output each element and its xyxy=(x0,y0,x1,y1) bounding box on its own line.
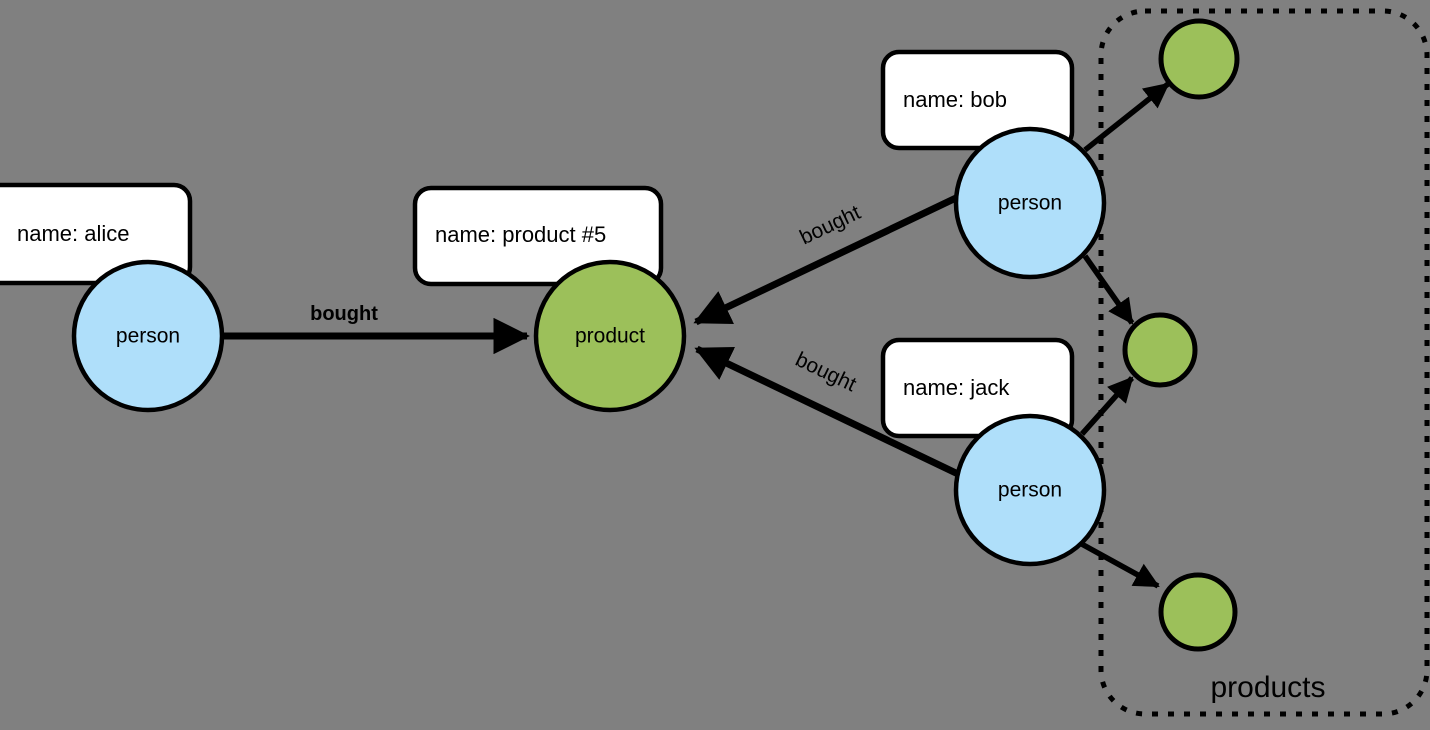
edge-bob-bought xyxy=(693,193,960,326)
node-alice[interactable] xyxy=(71,259,225,413)
edge-label-bob-bought: bought xyxy=(796,201,864,249)
edge-jack-to-product-mid xyxy=(1079,376,1135,436)
property-text-alice: name: alice xyxy=(17,221,130,246)
node-product5[interactable] xyxy=(533,259,687,413)
node-product-top[interactable] xyxy=(1158,18,1240,100)
node-product-bottom[interactable] xyxy=(1158,572,1238,652)
property-box-product5 xyxy=(412,185,664,287)
property-text-jack: name: jack xyxy=(903,375,1010,400)
edge-label-jack-bought: bought xyxy=(792,348,860,396)
edge-bob-to-product-mid xyxy=(1082,254,1135,325)
node-label-alice: person xyxy=(116,325,180,348)
products-group-label: products xyxy=(1210,671,1325,704)
node-label-bob: person xyxy=(998,192,1062,215)
property-text-product5: name: product #5 xyxy=(435,222,606,247)
edge-label-alice-bought: bought xyxy=(310,303,378,325)
node-bob[interactable] xyxy=(953,126,1107,280)
node-jack[interactable] xyxy=(953,413,1107,567)
edge-jack-bought xyxy=(694,345,960,478)
property-box-alice xyxy=(0,182,193,286)
node-label-jack: person xyxy=(998,479,1062,502)
node-label-product5: product xyxy=(575,325,645,348)
node-product-mid[interactable] xyxy=(1122,312,1198,388)
edge-bob-to-product-top xyxy=(1083,81,1170,153)
edge-jack-to-product-bottom xyxy=(1076,539,1160,589)
products-group-border xyxy=(1098,8,1430,717)
property-text-bob: name: bob xyxy=(903,87,1007,112)
